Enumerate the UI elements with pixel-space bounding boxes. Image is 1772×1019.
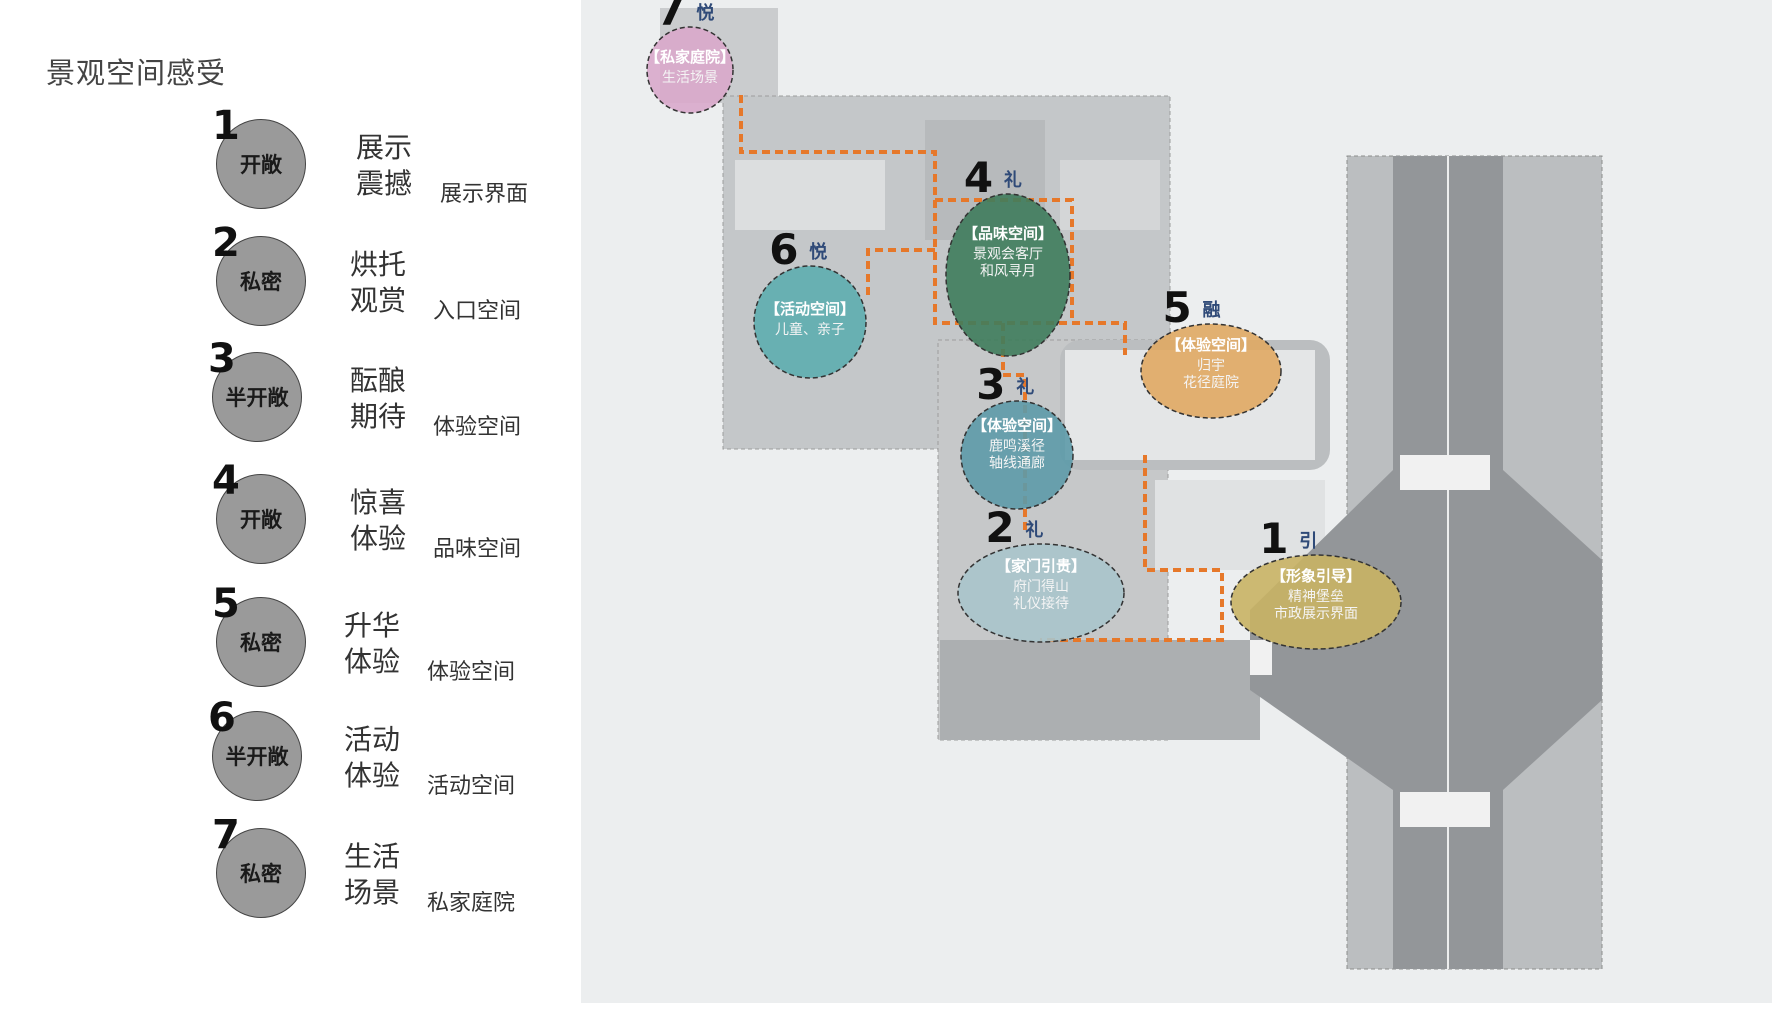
zone-ellipse xyxy=(945,193,1071,357)
zone-tag: 悦 xyxy=(809,241,827,263)
legend-item: 私密 7 生活场景 私家庭院 xyxy=(0,812,580,927)
zone-ellipse xyxy=(753,265,867,379)
zone-tag: 礼 xyxy=(1025,519,1043,541)
zone-desc: 市政展示界面 xyxy=(1274,605,1358,622)
zone-title: 【品味空间】 xyxy=(963,225,1053,243)
space-type: 活动空间 xyxy=(427,774,516,799)
step-number: 4 xyxy=(212,458,240,504)
zone-desc: 府门得山 xyxy=(1013,578,1069,595)
zone-number: 6 xyxy=(769,225,798,274)
step-number: 6 xyxy=(208,695,236,741)
step-number: 2 xyxy=(212,220,240,266)
space-type: 体验空间 xyxy=(427,660,516,685)
openness-badge: 私密 xyxy=(216,236,306,326)
step-number: 7 xyxy=(212,812,240,858)
feeling-text: 生活场景 xyxy=(344,840,401,909)
zone-tag: 悦 xyxy=(696,2,714,24)
zone-desc: 礼仪接待 xyxy=(1013,595,1069,612)
zone-number: 2 xyxy=(985,503,1014,552)
zone-number: 4 xyxy=(964,153,993,202)
zone-title: 【形象引导】 xyxy=(1271,567,1361,585)
zone-ellipse xyxy=(1230,554,1402,650)
legend-item: 半开敞 6 活动体验 活动空间 xyxy=(0,695,580,810)
step-number: 5 xyxy=(212,581,240,627)
openness-badge: 私密 xyxy=(216,828,306,918)
site-plan xyxy=(660,8,1603,970)
legend-item: 私密 2 烘托观赏 入口空间 xyxy=(0,220,580,335)
zone-tag: 礼 xyxy=(1016,376,1034,398)
space-type: 入口空间 xyxy=(433,299,522,324)
space-type: 私家庭院 xyxy=(427,891,516,916)
zone-number: 5 xyxy=(1163,283,1192,332)
zone-desc: 轴线通廊 xyxy=(989,455,1045,472)
zone-desc: 精神堡垒 xyxy=(1288,589,1344,605)
openness-badge: 半开敞 xyxy=(212,352,302,442)
zone-desc: 鹿鸣溪径 xyxy=(989,438,1045,455)
step-number: 1 xyxy=(212,103,240,149)
zone-tag: 礼 xyxy=(1004,169,1022,191)
zone-desc: 花径庭院 xyxy=(1183,374,1239,391)
zone-number: 1 xyxy=(1259,514,1288,563)
zone-number: 3 xyxy=(976,360,1005,409)
zone-ellipse xyxy=(957,543,1125,643)
zone-title: 【家门引贵】 xyxy=(996,557,1086,575)
page-title: 景观空间感受 xyxy=(46,56,227,90)
feeling-text: 烘托观赏 xyxy=(350,248,407,317)
openness-badge: 半开敞 xyxy=(212,711,302,801)
zone-title: 【私家庭院】 xyxy=(645,48,735,66)
openness-badge: 私密 xyxy=(216,597,306,687)
feeling-text: 酝酿期待 xyxy=(350,364,407,433)
zone-desc: 儿童、亲子 xyxy=(775,321,845,338)
legend-item: 开敞 4 惊喜体验 品味空间 xyxy=(0,458,580,573)
zone-desc: 景观会客厅 xyxy=(973,246,1043,263)
zone-desc: 归宇 xyxy=(1197,357,1225,374)
zone-number: 7 xyxy=(656,0,685,35)
openness-badge: 开敞 xyxy=(216,474,306,564)
zone-ellipse xyxy=(960,400,1074,510)
zone-ellipse xyxy=(1140,323,1282,419)
zone-tag: 融 xyxy=(1203,300,1221,321)
zone-ellipse xyxy=(646,26,734,114)
feeling-text: 惊喜体验 xyxy=(350,486,407,555)
zone-desc: 生活场景 xyxy=(662,70,718,86)
feeling-text: 升华体验 xyxy=(344,609,401,678)
zone-title: 【体验空间】 xyxy=(972,417,1062,435)
zone-desc: 和风寻月 xyxy=(980,264,1036,280)
openness-badge: 开敞 xyxy=(216,119,306,209)
legend-item: 半开敞 3 酝酿期待 体验空间 xyxy=(0,336,580,451)
zone-tag: 引 xyxy=(1299,531,1317,552)
space-type: 品味空间 xyxy=(433,537,522,562)
space-type: 展示界面 xyxy=(440,182,529,207)
step-number: 3 xyxy=(208,336,236,382)
feeling-text: 展示震撼 xyxy=(356,131,413,200)
space-type: 体验空间 xyxy=(433,415,522,440)
zone-title: 【活动空间】 xyxy=(765,300,855,318)
legend-item: 开敞 1 展示震撼 展示界面 xyxy=(0,103,580,218)
feeling-text: 活动体验 xyxy=(344,723,401,792)
zone-title: 【体验空间】 xyxy=(1166,336,1256,354)
legend-item: 私密 5 升华体验 体验空间 xyxy=(0,581,580,696)
